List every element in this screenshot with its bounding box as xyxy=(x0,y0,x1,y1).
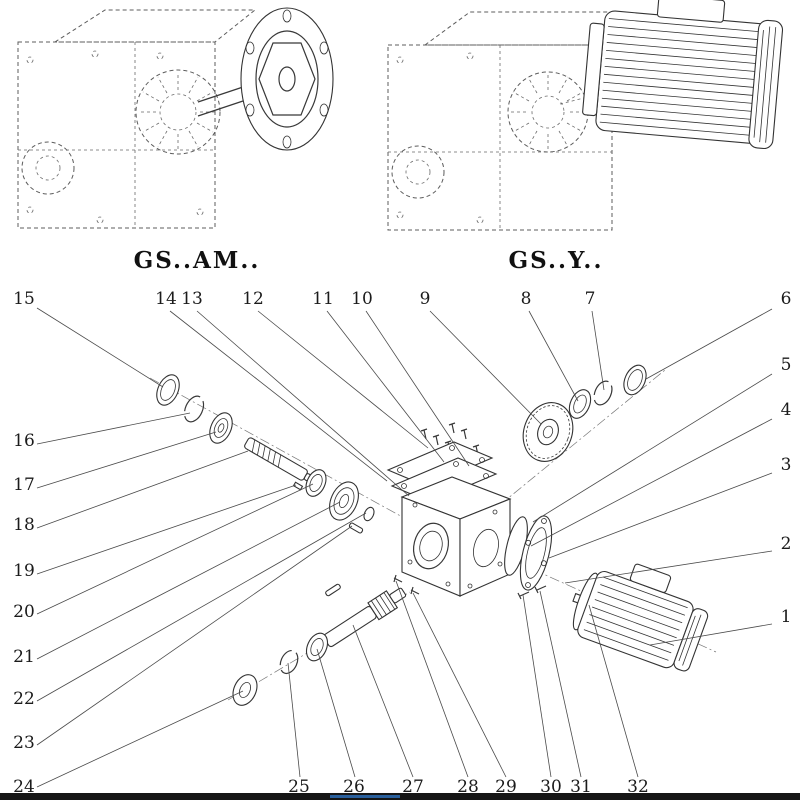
callout-3: 3 xyxy=(781,455,792,475)
footer-logo xyxy=(330,795,400,798)
leader-line-25 xyxy=(287,662,301,778)
callout-17: 17 xyxy=(13,475,35,495)
callout-12: 12 xyxy=(242,289,264,309)
callout-7: 7 xyxy=(585,289,596,309)
shim-washer xyxy=(329,481,359,521)
callout-23: 23 xyxy=(13,733,35,753)
flange-bolts xyxy=(393,574,547,600)
input-circlip xyxy=(183,395,205,423)
output-shaft xyxy=(323,587,407,648)
leader-line-27 xyxy=(352,624,414,778)
callout-24: 24 xyxy=(13,777,35,797)
leader-line-20 xyxy=(36,483,314,615)
leader-line-18 xyxy=(36,450,249,529)
input-oil-seal xyxy=(156,374,180,406)
variant-label-gsam: GS..AM.. xyxy=(134,247,261,274)
callout-26: 26 xyxy=(343,777,365,797)
leader-line-29 xyxy=(412,592,507,778)
motor-drawing xyxy=(582,0,784,150)
small-ring xyxy=(363,506,375,522)
input-key-pin xyxy=(292,481,304,491)
callout-9: 9 xyxy=(420,289,431,309)
leader-line-19 xyxy=(36,484,297,575)
leader-line-24 xyxy=(36,690,244,788)
motor-flange-ring xyxy=(519,515,553,591)
callout-1: 1 xyxy=(781,607,792,627)
leader-line-26 xyxy=(316,648,356,778)
worm-gear xyxy=(522,402,574,462)
leader-line-17 xyxy=(36,431,217,489)
gearbox-flange-drawing xyxy=(17,7,334,229)
callout-28: 28 xyxy=(457,777,479,797)
leader-line-6 xyxy=(645,308,773,380)
callout-13: 13 xyxy=(181,289,203,309)
leader-line-1 xyxy=(649,623,773,646)
output-circlip xyxy=(279,649,299,675)
callout-27: 27 xyxy=(402,777,424,797)
leader-line-5 xyxy=(532,373,773,523)
leader-line-3 xyxy=(548,472,773,559)
leader-line-11 xyxy=(326,310,445,463)
gear-housing xyxy=(400,476,512,597)
exploded-assembly xyxy=(156,364,709,706)
callout-30: 30 xyxy=(540,777,562,797)
callout-29: 29 xyxy=(495,777,517,797)
leader-line-8 xyxy=(528,310,579,402)
leader-line-10 xyxy=(365,310,470,467)
leader-line-12 xyxy=(257,310,429,449)
input-bearing-2 xyxy=(305,469,327,497)
leader-line-22 xyxy=(36,512,367,702)
callout-11: 11 xyxy=(312,289,334,309)
callout-20: 20 xyxy=(13,602,35,622)
callout-16: 16 xyxy=(13,431,35,451)
motor xyxy=(572,563,709,672)
callout-22: 22 xyxy=(13,689,35,709)
leader-lines xyxy=(36,307,773,788)
callout-25: 25 xyxy=(288,777,310,797)
leader-line-32 xyxy=(588,604,639,778)
callout-31: 31 xyxy=(570,777,592,797)
leader-line-14 xyxy=(169,310,388,482)
callout-19: 19 xyxy=(13,561,35,581)
leader-line-15 xyxy=(36,307,164,388)
leader-line-30 xyxy=(522,594,552,778)
leader-line-21 xyxy=(36,501,341,660)
shaft-key xyxy=(348,522,364,534)
leader-line-7 xyxy=(591,310,605,391)
leader-line-9 xyxy=(429,310,542,425)
output-key xyxy=(325,583,341,597)
output-flange xyxy=(197,7,334,151)
footer-bar xyxy=(0,793,800,800)
callout-2: 2 xyxy=(781,534,792,554)
gear-bearing xyxy=(568,389,592,419)
gearbox-motor-drawing xyxy=(387,0,784,231)
leader-line-4 xyxy=(530,418,773,547)
callout-10: 10 xyxy=(351,289,373,309)
gear-circlip xyxy=(593,380,613,406)
gear-oil-seal xyxy=(623,364,647,396)
input-bearing xyxy=(209,412,233,444)
leader-line-23 xyxy=(36,525,353,746)
callout-6: 6 xyxy=(781,289,792,309)
callout-8: 8 xyxy=(521,289,532,309)
output-bearing xyxy=(305,632,329,662)
leader-line-2 xyxy=(564,550,773,584)
leader-line-16 xyxy=(36,412,191,445)
leader-line-28 xyxy=(395,580,469,778)
callout-32: 32 xyxy=(627,777,649,797)
callout-18: 18 xyxy=(13,515,35,535)
callout-5: 5 xyxy=(781,355,792,375)
callout-14: 14 xyxy=(155,289,177,309)
callout-4: 4 xyxy=(781,400,792,420)
output-seal-washer xyxy=(232,674,258,706)
callout-21: 21 xyxy=(13,647,35,667)
variant-label-gsy: GS..Y.. xyxy=(509,247,604,274)
callout-15: 15 xyxy=(13,289,35,309)
leader-line-13 xyxy=(196,310,410,497)
leader-line-31 xyxy=(539,590,582,778)
